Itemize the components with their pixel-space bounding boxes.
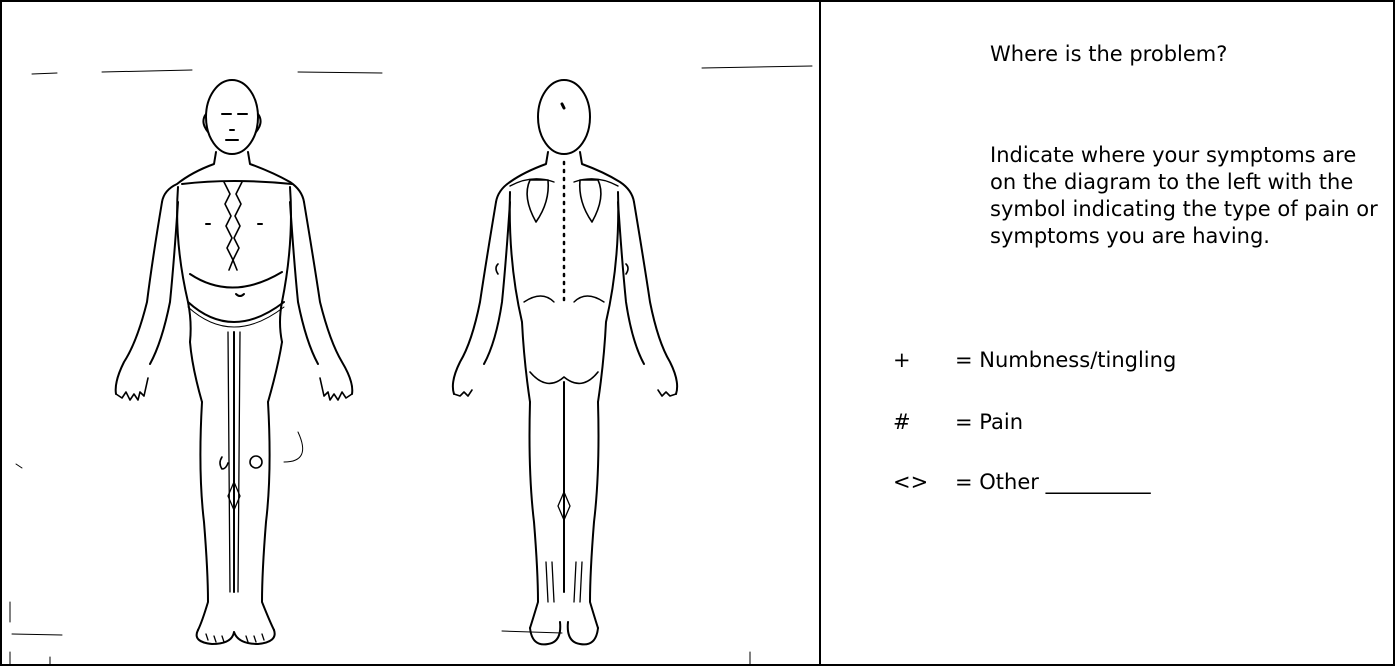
back-figure <box>453 80 677 644</box>
body-diagram <box>2 2 819 664</box>
body-diagram-panel <box>2 2 819 664</box>
front-figure <box>116 80 353 644</box>
column-divider <box>819 0 821 666</box>
scan-noise <box>10 66 812 664</box>
